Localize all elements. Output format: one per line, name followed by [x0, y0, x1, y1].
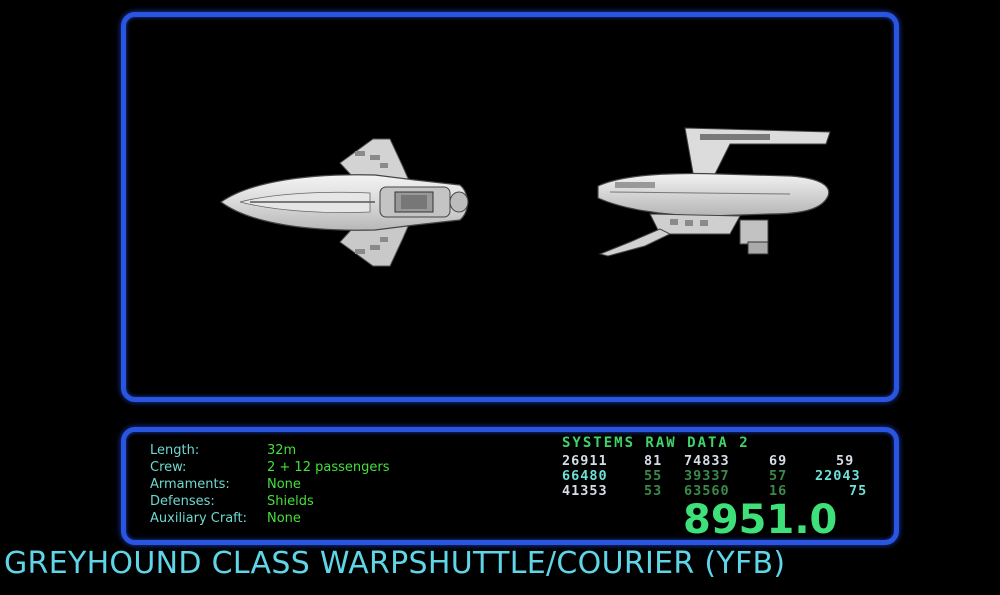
spec-row-armaments: Armaments: None: [150, 476, 389, 493]
raw-data-cell: 26911: [562, 453, 608, 469]
spec-value: None: [267, 511, 301, 526]
spec-row-length: Length: 32m: [150, 442, 389, 459]
raw-data-row: 66480 55 39337 57 22043: [562, 468, 860, 484]
raw-data-cell: 74833: [684, 453, 730, 469]
spec-label: Crew:: [150, 460, 187, 475]
spec-label: Length:: [150, 443, 200, 458]
specs-list: Length: 32m Crew: 2 + 12 passengers Arma…: [150, 442, 389, 527]
spec-label: Defenses:: [150, 494, 215, 509]
raw-data-cell: 59: [836, 453, 855, 469]
raw-data-cell: 41353: [562, 483, 608, 499]
page-title: GREYHOUND CLASS WARPSHUTTLE/COURIER (YFB…: [4, 546, 786, 581]
info-panel-frame: [121, 427, 899, 545]
spec-row-crew: Crew: 2 + 12 passengers: [150, 459, 389, 476]
spec-row-defenses: Defenses: Shields: [150, 493, 389, 510]
raw-data-cell: 16: [769, 483, 788, 499]
raw-data-row: 41353 53 63560 16 75: [562, 483, 866, 499]
raw-data-cell: 81: [644, 453, 663, 469]
raw-data-cell: 66480: [562, 468, 608, 484]
raw-data-cell: 39337: [684, 468, 730, 484]
raw-data-cell: 55: [644, 468, 663, 484]
ship-side-view-icon: [597, 127, 831, 257]
spec-row-auxiliary-craft: Auxiliary Craft: None: [150, 510, 389, 527]
raw-data-cell: 22043: [815, 468, 861, 484]
spec-label: Auxiliary Craft:: [150, 511, 248, 526]
numeric-readout: 8951.0: [683, 497, 838, 543]
spec-value: 32m: [267, 443, 297, 458]
raw-data-cell: 69: [769, 453, 788, 469]
systems-raw-data: SYSTEMS RAW DATA 2 26911 81 74833 69 59 …: [562, 435, 866, 499]
ship-top-view-icon: [219, 138, 469, 267]
spec-value: None: [267, 477, 301, 492]
raw-data-title: SYSTEMS RAW DATA 2: [562, 435, 750, 451]
raw-data-cell: 57: [769, 468, 788, 484]
spec-value: Shields: [267, 494, 314, 509]
raw-data-cell: 53: [644, 483, 663, 499]
spec-label: Armaments:: [150, 477, 230, 492]
raw-data-row: 26911 81 74833 69 59: [562, 453, 853, 469]
spec-value: 2 + 12 passengers: [267, 460, 390, 475]
raw-data-cell: 63560: [684, 483, 730, 499]
raw-data-cell: 75: [849, 483, 868, 499]
